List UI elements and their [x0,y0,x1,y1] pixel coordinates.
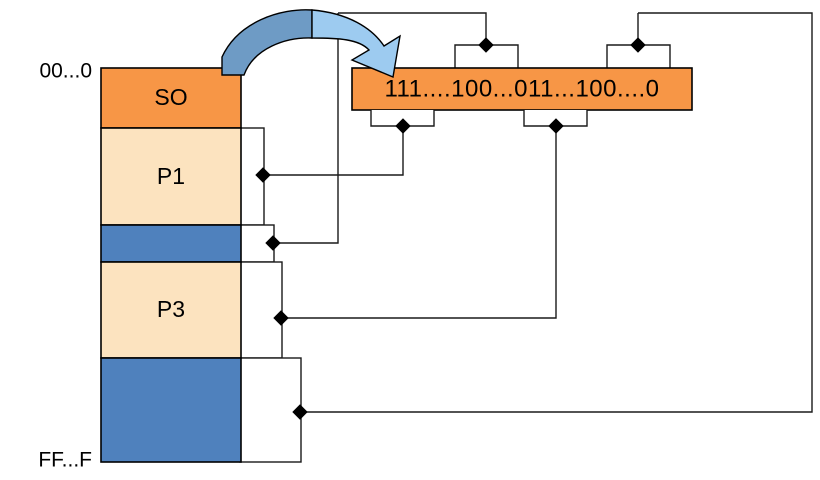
bitmap-top-brackets [454,44,671,68]
wire-block2-to-bitmap [338,12,487,45]
junction-markers [255,37,646,420]
side-bracket-p3 [239,261,283,359]
wire-p1-to-bitmap [263,126,404,176]
memory-block-free-1[interactable] [100,224,242,263]
routing-wires [263,12,813,413]
memory-block-so-label: SO [154,84,187,110]
bitmap-bottom-brackets [370,110,588,127]
junction-diamond-p1 [255,167,271,183]
junction-diamond-p3 [273,310,289,326]
memory-block-p1-label: P1 [157,163,185,189]
memory-block-so[interactable] [100,67,242,129]
memory-stack [100,67,242,463]
curved-map-arrow [221,9,401,78]
bitmap-bitstring-box[interactable] [351,67,693,111]
curved-map-arrow-right-half [311,9,401,78]
memory-block-p3[interactable] [100,261,242,359]
address-label-bottom: FF...F [38,449,92,472]
side-connector-brackets [239,127,302,463]
curved-map-arrow-left-half [221,9,313,76]
wire-p3-to-bitmap [281,126,557,319]
junction-diamond-block2 [265,235,281,251]
wire-block2-vertical [273,13,339,244]
wire-block5-top-rail [300,12,813,413]
memory-block-free-2[interactable] [100,357,242,463]
junction-diamond-bitmap-bottom-2 [548,118,564,134]
address-label-top: 00...0 [39,60,92,83]
junction-diamond-bitmap-bottom-1 [395,118,411,134]
junction-diamond-bitmap-top-1 [478,37,494,53]
memory-block-p1[interactable] [100,127,242,226]
memory-block-p3-label: P3 [157,296,185,322]
side-bracket-block5 [239,357,302,463]
junction-diamond-bitmap-top-2 [630,37,646,53]
bitmap-bitstring-text: 111....100...011...100....0 [384,75,659,102]
junction-diamond-block5 [292,404,308,420]
